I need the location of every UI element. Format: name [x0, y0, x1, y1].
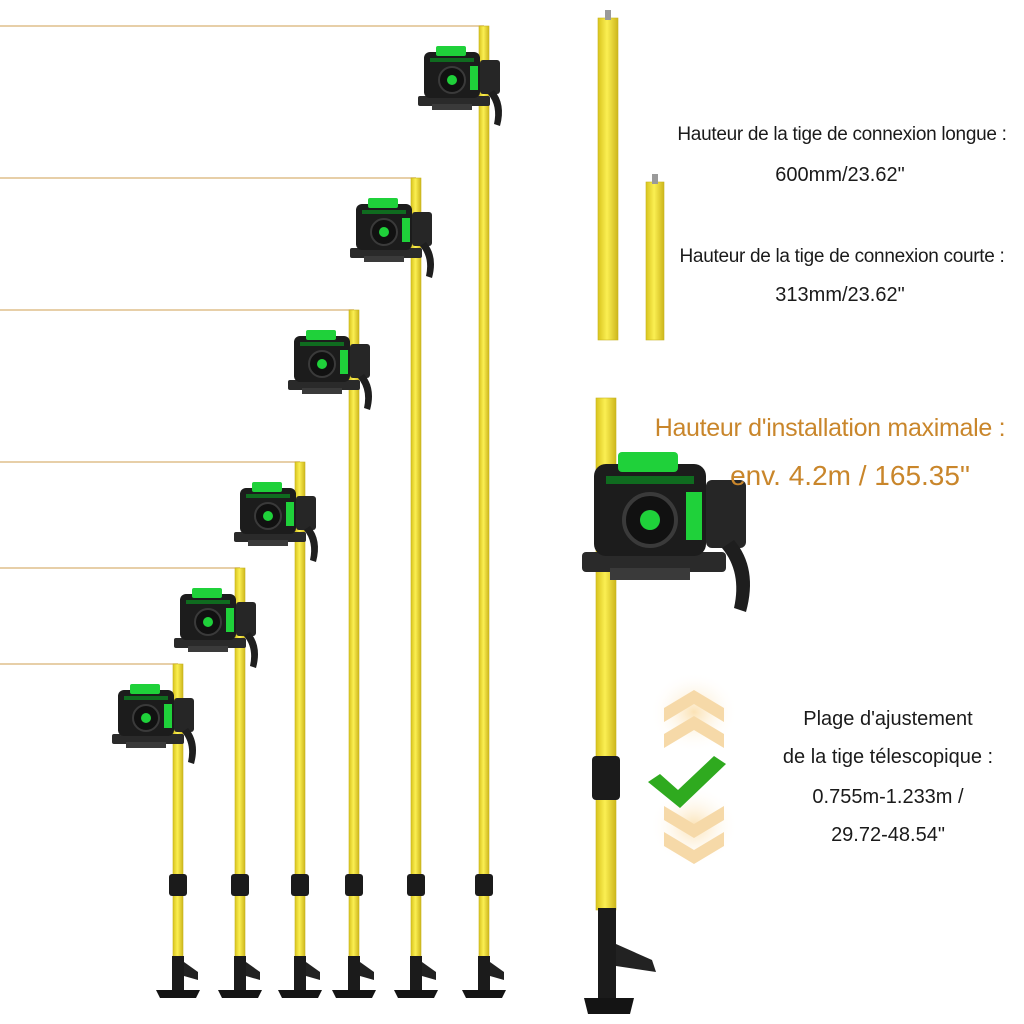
laser-level-device-icon: [582, 452, 750, 612]
pole-stand: [174, 567, 262, 998]
pole-foot: [410, 956, 422, 990]
pole-lock-collar: [407, 874, 425, 896]
featured-pole-foot: [598, 908, 616, 998]
long-rod-value: 600mm/23.62": [775, 164, 905, 186]
pole-lock-collar: [475, 874, 493, 896]
max-height-value: env. 4.2m / 165.35": [730, 460, 970, 491]
double-chevron-icon: [664, 806, 724, 864]
featured-pole-stand: [582, 397, 750, 1014]
pole-base: [332, 990, 376, 998]
pole-stands-group: [112, 25, 506, 998]
adjust-range-line-2: de la tige télescopique :: [782, 746, 994, 768]
pole-shaft: [348, 309, 360, 966]
pole-foot: [348, 956, 360, 990]
short-rod-title: Hauteur de la tige de connexion courte :: [679, 246, 1005, 267]
laser-level-device-icon: [350, 198, 434, 278]
long-connection-rod: [597, 17, 619, 341]
adjust-range-line-4: 29.72-48.54": [831, 824, 945, 846]
featured-pole-pedal: [616, 944, 656, 972]
pole-foot: [234, 956, 246, 990]
pole-pedal: [422, 962, 436, 980]
adjust-range-graphic: [648, 672, 738, 866]
pole-lock-collar: [291, 874, 309, 896]
pole-foot: [478, 956, 490, 990]
laser-level-device-icon: [234, 482, 318, 562]
pole-foot: [294, 956, 306, 990]
featured-pole-collar: [592, 756, 620, 800]
laser-level-device-icon: [174, 588, 258, 668]
pole-stand: [234, 461, 322, 998]
adjust-range-line-3: 0.755m-1.233m /: [812, 786, 964, 808]
glow: [650, 672, 738, 752]
long-rod-title: Hauteur de la tige de connexion longue :: [677, 124, 1007, 145]
pole-stand: [350, 177, 438, 998]
pole-foot: [172, 956, 184, 990]
pole-base: [278, 990, 322, 998]
pole-pedal: [184, 962, 198, 980]
laser-level-device-icon: [288, 330, 372, 410]
pole-lock-collar: [231, 874, 249, 896]
pole-base: [462, 990, 506, 998]
pole-shaft: [478, 25, 490, 966]
short-rod-value: 313mm/23.62": [775, 284, 905, 306]
pole-pedal: [306, 962, 320, 980]
connection-rods-group: [597, 10, 665, 341]
pole-stand: [112, 663, 200, 998]
laser-level-device-icon: [112, 684, 196, 764]
height-guide-lines: [0, 25, 484, 665]
adjust-range-line-1: Plage d'ajustement: [803, 708, 973, 730]
pole-pedal: [246, 962, 260, 980]
pole-pedal: [360, 962, 374, 980]
pole-base: [156, 990, 200, 998]
pole-shaft: [410, 177, 422, 966]
pole-lock-collar: [345, 874, 363, 896]
pole-base: [218, 990, 262, 998]
max-height-title: Hauteur d'installation maximale :: [654, 414, 1006, 442]
featured-pole-base: [584, 998, 634, 1014]
pole-lock-collar: [169, 874, 187, 896]
double-chevron-icon: [664, 690, 724, 748]
pole-stand: [418, 25, 506, 998]
laser-level-device-icon: [418, 46, 502, 126]
pole-base: [394, 990, 438, 998]
pole-pedal: [490, 962, 504, 980]
rod-thread: [652, 174, 658, 184]
check-mark-icon: [648, 756, 726, 808]
rod-thread: [605, 10, 611, 20]
pole-stand: [288, 309, 376, 998]
